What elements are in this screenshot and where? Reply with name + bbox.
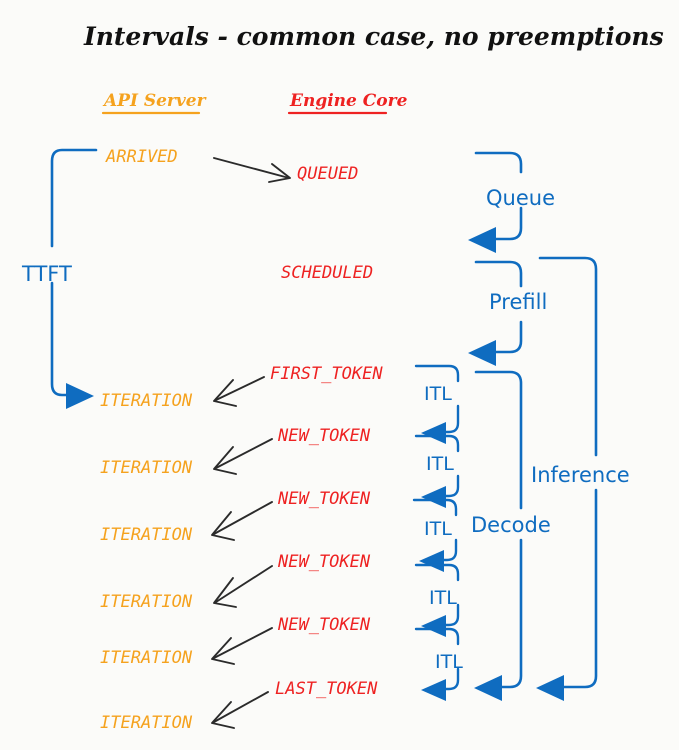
interval-ttft-arrowhead bbox=[66, 383, 94, 409]
interval-prefill: Prefill bbox=[468, 260, 547, 366]
interval-inference: Inference bbox=[531, 256, 630, 701]
interval-itl-1-label: ITL bbox=[424, 383, 452, 405]
event-iteration-1: ITERATION bbox=[100, 391, 193, 411]
interval-itl-3: ITL bbox=[412, 498, 458, 572]
event-new-token-2: NEW_TOKEN bbox=[277, 489, 371, 509]
interval-decode-label: Decode bbox=[471, 513, 551, 537]
interval-queue: Queue bbox=[468, 151, 555, 253]
arrow-new-token-to-iteration-5 bbox=[211, 627, 273, 665]
arrow-last-token-to-iteration-6 bbox=[211, 691, 269, 729]
event-iteration-4: ITERATION bbox=[100, 592, 193, 612]
interval-inference-arrowhead bbox=[536, 675, 564, 701]
interval-itl-1: ITL bbox=[414, 364, 460, 444]
interval-itl-4-arrowhead bbox=[421, 615, 446, 637]
event-iteration-2: ITERATION bbox=[100, 458, 193, 478]
event-arrived: ARRIVED bbox=[105, 147, 178, 167]
interval-itl-3-arrowhead bbox=[419, 550, 444, 572]
interval-itl-5-label: ITL bbox=[435, 651, 463, 673]
arrow-new-token-to-iteration-3 bbox=[211, 501, 273, 541]
interval-itl-4: ITL bbox=[414, 563, 460, 637]
event-queued: QUEUED bbox=[297, 164, 358, 184]
event-new-token-4: NEW_TOKEN bbox=[277, 615, 371, 635]
interval-itl-4-label: ITL bbox=[429, 587, 457, 609]
interval-itl-2-label: ITL bbox=[426, 453, 454, 475]
interval-ttft-label: TTFT bbox=[21, 262, 72, 286]
arrow-new-token-to-iteration-4 bbox=[213, 565, 273, 608]
interval-itl-5: ITL bbox=[414, 627, 463, 701]
arrow-first-token-to-iteration-1 bbox=[213, 376, 265, 407]
interval-prefill-label: Prefill bbox=[489, 290, 547, 314]
event-first-token: FIRST_TOKEN bbox=[270, 364, 383, 384]
event-iteration-5: ITERATION bbox=[100, 648, 193, 668]
interval-decode-arrowhead bbox=[474, 675, 502, 701]
interval-decode: Decode bbox=[471, 370, 551, 701]
column-header-engine-core: Engine Core bbox=[289, 91, 408, 111]
page-title: Intervals - common case, no preemptions bbox=[83, 22, 664, 51]
interval-itl-1-arrowhead bbox=[421, 422, 446, 444]
interval-prefill-arrowhead bbox=[468, 340, 496, 366]
event-iteration-6: ITERATION bbox=[100, 713, 193, 733]
event-new-token-3: NEW_TOKEN bbox=[277, 552, 371, 572]
arrow-arrived-to-queued bbox=[213, 157, 291, 183]
interval-itl-5-arrowhead bbox=[421, 679, 446, 701]
interval-queue-arrowhead bbox=[468, 227, 496, 253]
interval-itl-2: ITL bbox=[414, 434, 460, 508]
interval-queue-label: Queue bbox=[486, 186, 555, 210]
event-last-token: LAST_TOKEN bbox=[275, 679, 378, 699]
event-new-token-1: NEW_TOKEN bbox=[277, 426, 371, 446]
arrow-new-token-to-iteration-2 bbox=[213, 438, 273, 475]
interval-itl-3-label: ITL bbox=[424, 518, 452, 540]
event-iteration-3: ITERATION bbox=[100, 525, 193, 545]
event-scheduled: SCHEDULED bbox=[281, 263, 373, 283]
interval-itl-2-arrowhead bbox=[421, 486, 446, 508]
interval-inference-label: Inference bbox=[531, 463, 630, 487]
column-header-api-server: API Server bbox=[102, 91, 207, 111]
interval-ttft: TTFT bbox=[21, 148, 98, 409]
